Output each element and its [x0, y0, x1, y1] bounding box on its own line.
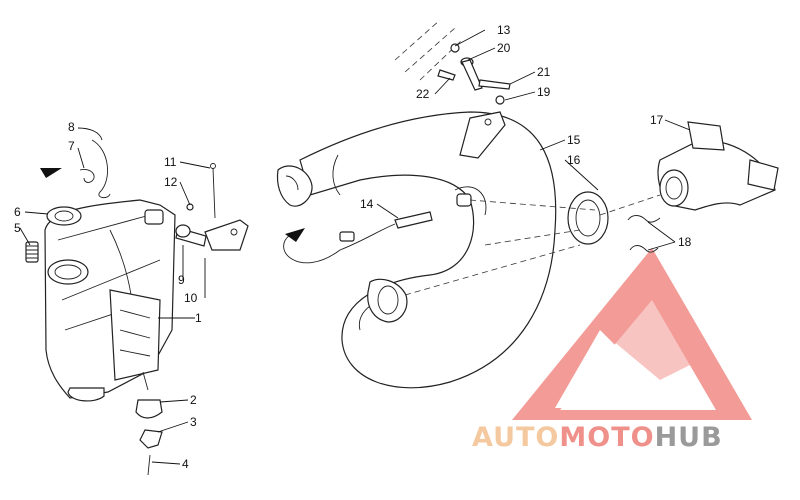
callout-18: 18 — [678, 235, 692, 249]
callout-17: 17 — [650, 113, 664, 127]
grommet-part — [46, 206, 82, 226]
expansion-chamber — [299, 111, 557, 389]
tail-flange — [367, 278, 408, 323]
callout-8: 8 — [68, 120, 75, 134]
callout-16: 16 — [567, 153, 581, 167]
callout-19: 19 — [537, 85, 551, 99]
watermark-text: AUTOMOTOHUB — [472, 422, 723, 453]
callout-14: 14 — [360, 197, 374, 211]
callout-12: 12 — [164, 175, 178, 189]
callout-1: 1 — [195, 311, 202, 325]
sensor-cable — [283, 193, 472, 264]
callout-13: 13 — [497, 23, 511, 37]
callout-20: 20 — [497, 41, 511, 55]
watermark-hub: HUB — [655, 422, 723, 453]
cable-loop-part — [91, 139, 111, 199]
callout-11: 11 — [164, 155, 177, 169]
watermark-logo-icon — [512, 248, 752, 420]
watermark-auto: AUTO — [472, 422, 559, 453]
callout-2: 2 — [190, 393, 197, 407]
exhaust-springs — [627, 215, 661, 253]
watermark-moto: MOTO — [559, 422, 654, 453]
callout-4: 4 — [182, 457, 189, 471]
direction-arrows — [40, 168, 305, 242]
callout-9: 9 — [178, 273, 185, 287]
svg-text:AUTOMOTOHUB: AUTOMOTOHUB — [472, 422, 723, 453]
callout-10: 10 — [184, 291, 198, 305]
callout-7: 7 — [68, 139, 75, 153]
bottom-hardware — [135, 371, 163, 476]
gasket-part — [567, 191, 609, 245]
callout-15: 15 — [567, 133, 581, 147]
callout-3: 3 — [190, 415, 197, 429]
mounting-bracket-part — [175, 163, 249, 251]
callout-numbers: 1 2 3 4 5 6 7 8 9 10 11 12 13 14 15 16 1… — [14, 23, 692, 471]
leader-lines — [19, 29, 691, 465]
pipe-bracket — [459, 111, 506, 159]
top-hardware — [394, 19, 511, 105]
clip-part — [79, 169, 95, 183]
header-flange — [276, 165, 313, 207]
muffler-canister — [44, 199, 176, 402]
spring-part — [25, 241, 39, 263]
callout-21: 21 — [537, 65, 551, 79]
callout-22: 22 — [416, 87, 430, 101]
callout-5: 5 — [14, 221, 21, 235]
assembly-dash-lines — [404, 194, 661, 296]
exhaust-manifold — [657, 121, 779, 211]
callout-6: 6 — [14, 205, 21, 219]
